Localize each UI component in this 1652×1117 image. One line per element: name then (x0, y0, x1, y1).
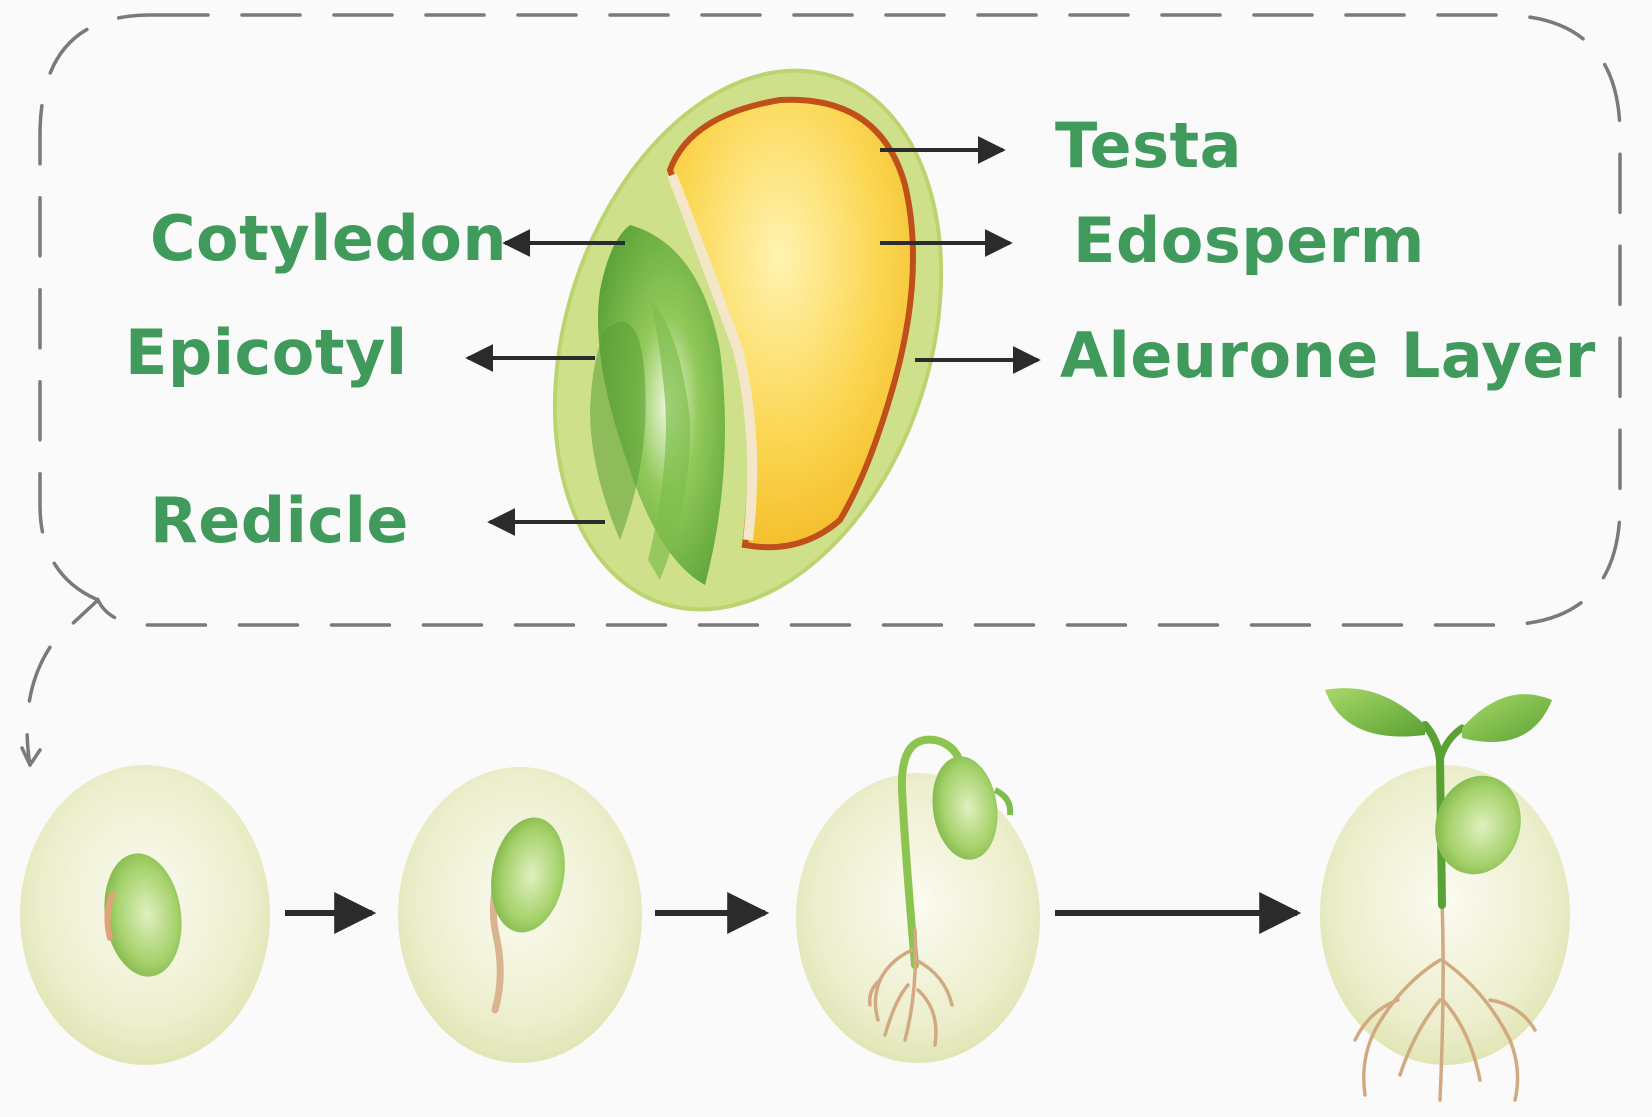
seed-in-soil-icon (20, 765, 270, 1065)
young-plant-icon (1320, 688, 1570, 1100)
label-endosperm: Edosperm (1073, 210, 1425, 272)
label-radicle: Redicle (150, 490, 409, 552)
label-epicotyl: Epicotyl (125, 322, 408, 384)
label-testa: Testa (1055, 115, 1242, 177)
label-aleurone-layer: Aleurone Layer (1060, 325, 1596, 387)
label-cotyledon: Cotyledon (150, 208, 507, 270)
seed-cross-section-icon (489, 20, 1006, 659)
emerging-seedling-icon (796, 740, 1040, 1063)
germinating-seed-icon (398, 767, 642, 1063)
